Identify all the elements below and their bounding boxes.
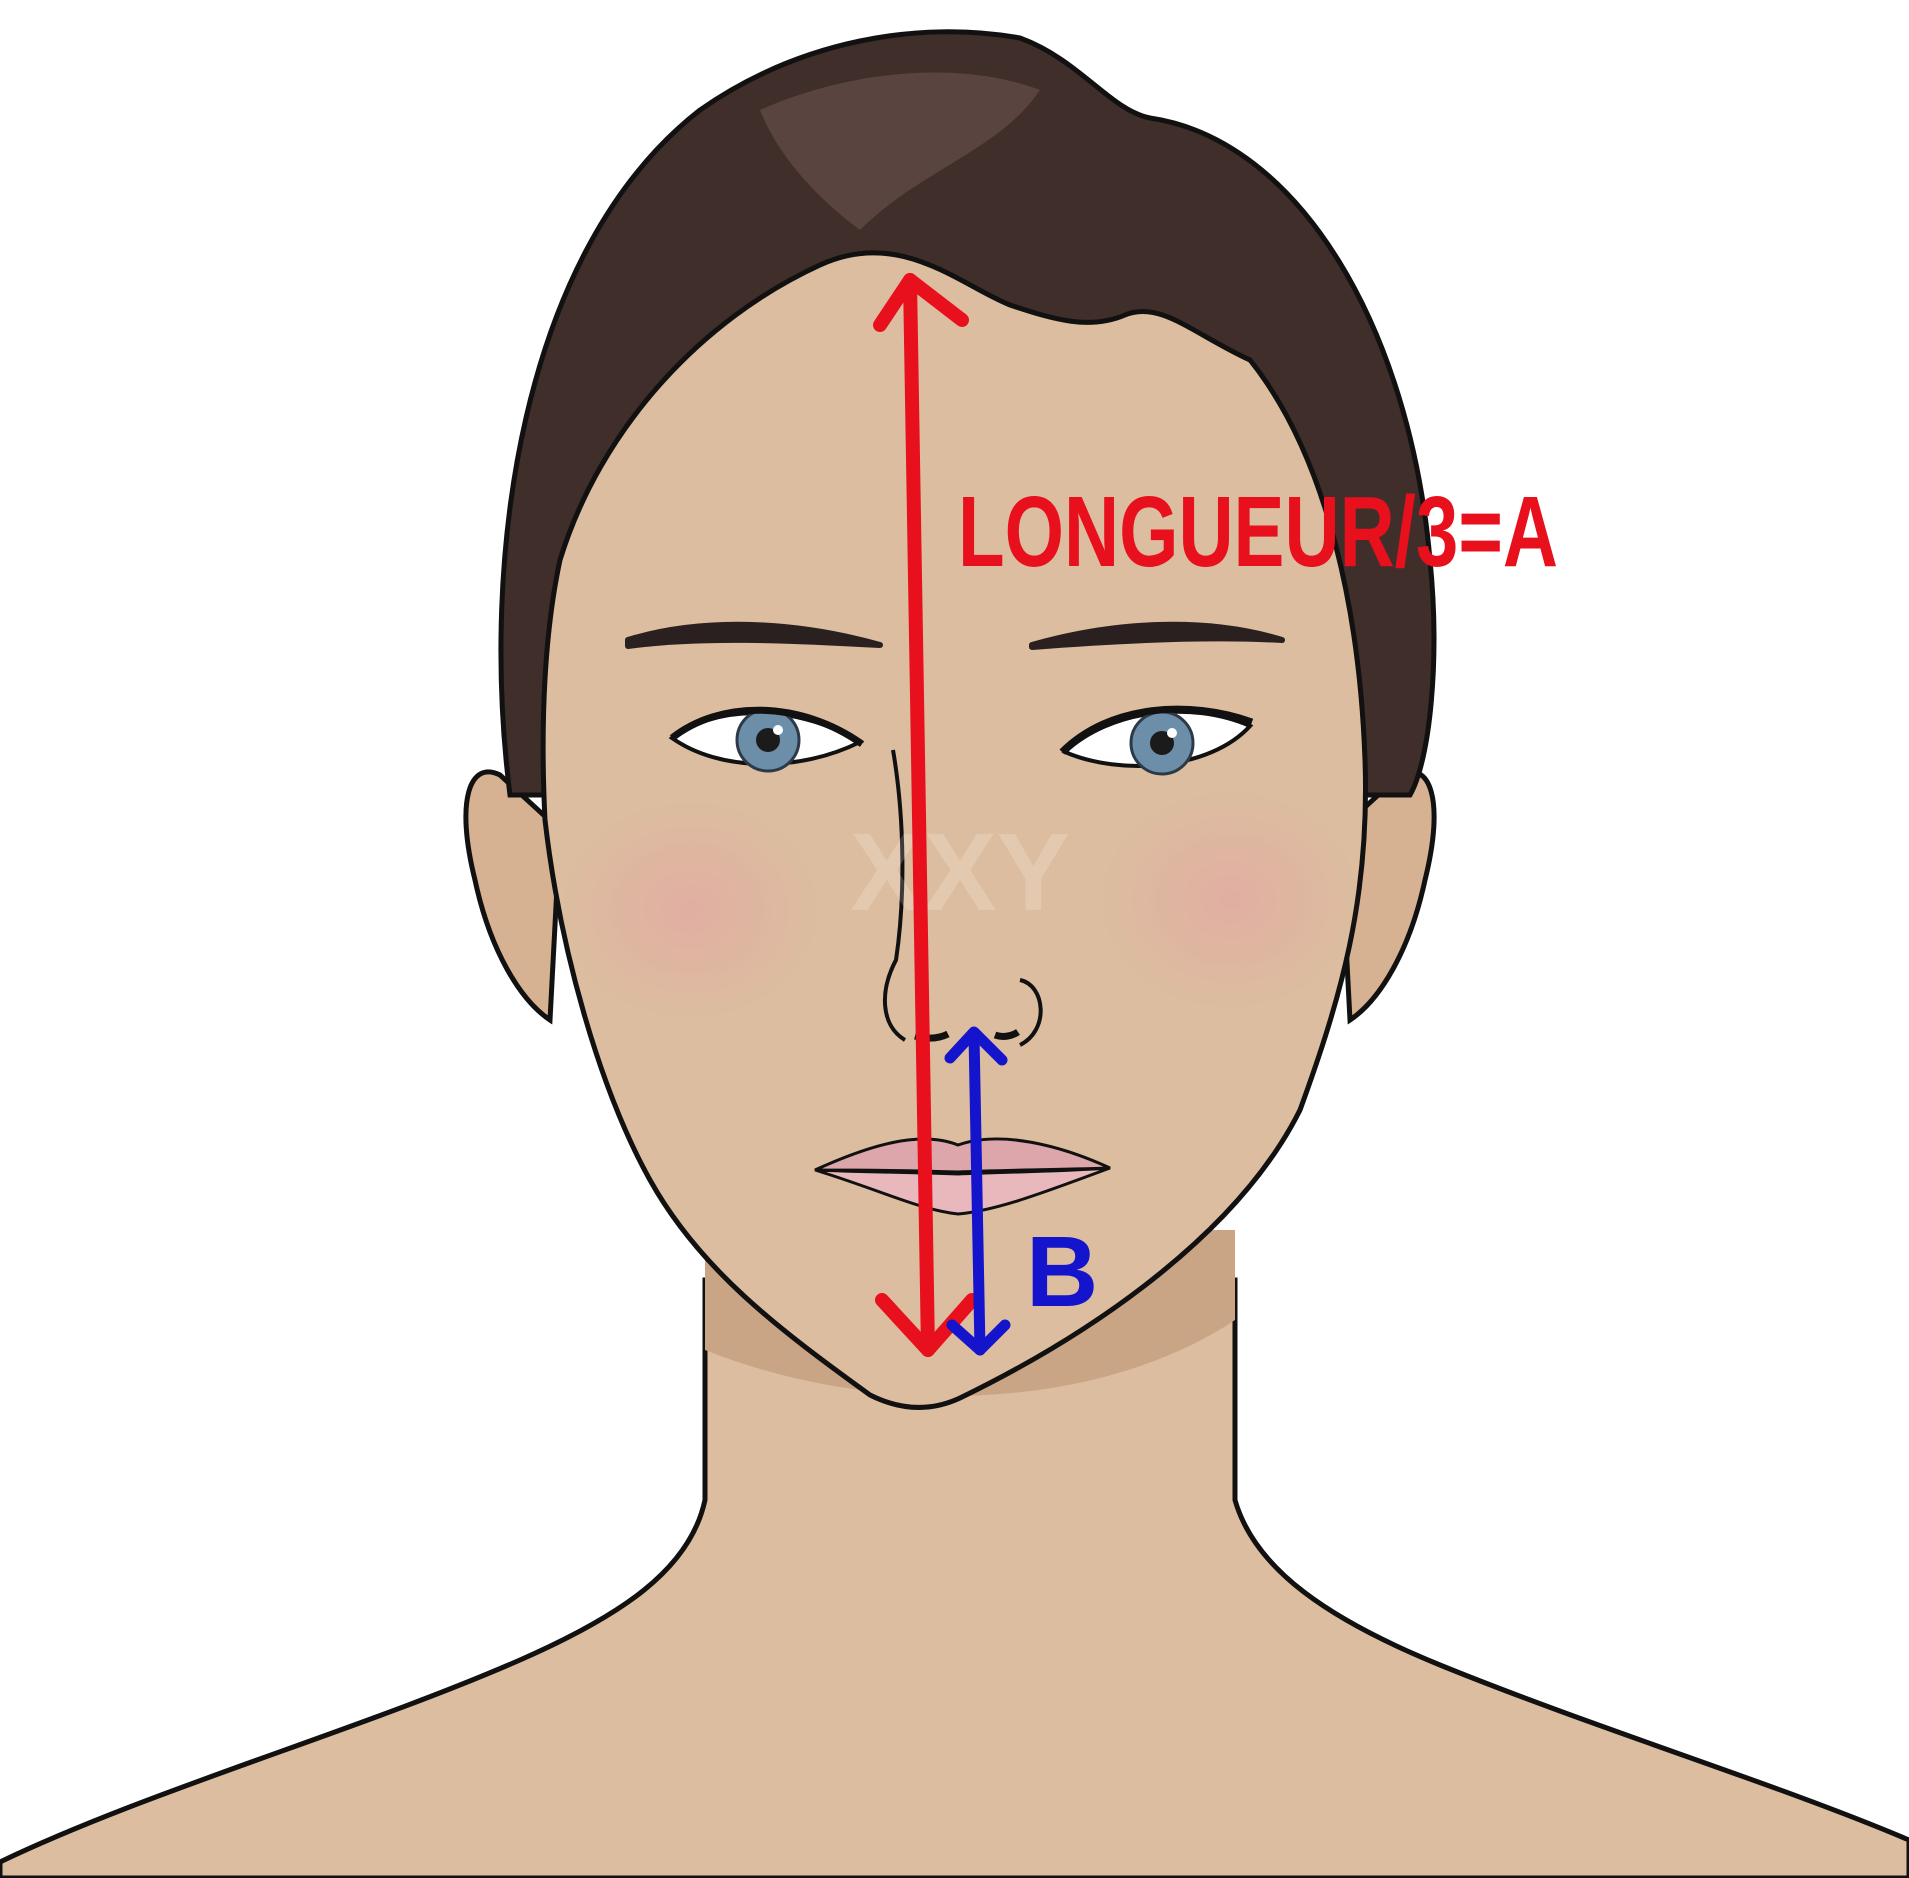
short-label: B (1026, 1216, 1098, 1328)
length-label: LONGUEUR/3=A (958, 476, 1558, 588)
right-cheek (1100, 790, 1360, 1010)
watermark: XXY (850, 811, 1070, 934)
left-cheek (560, 800, 820, 1020)
